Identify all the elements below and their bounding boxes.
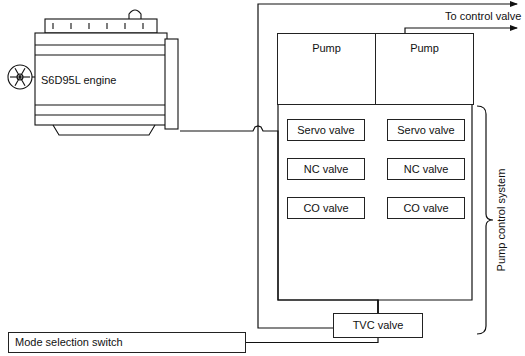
valve-box: NC valve (287, 158, 365, 180)
destination-label: To control valve (445, 10, 521, 22)
node-label: S6D95L engine (39, 73, 118, 87)
pump-box: Pump (277, 33, 376, 105)
signal-line (378, 105, 472, 313)
node-label: Pump (410, 42, 439, 54)
discharge-line (258, 4, 517, 328)
signal-line (180, 126, 378, 313)
node-label: TVC valve (353, 319, 404, 331)
valve-box: CO valve (387, 197, 465, 219)
group-label: Pump control system (495, 169, 507, 272)
node-label: Servo valve (297, 124, 354, 136)
valve-box: NC valve (387, 158, 465, 180)
valve-box: TVC valve (333, 313, 423, 338)
node-label: CO valve (403, 202, 448, 214)
node-label: NC valve (304, 163, 349, 175)
switch-box: Mode selection switch (8, 332, 246, 353)
node-label: NC valve (404, 163, 449, 175)
system-bracket (477, 106, 493, 334)
node-label: Mode selection switch (15, 336, 123, 348)
valve-box: CO valve (287, 197, 365, 219)
node-label: Pump (312, 42, 341, 54)
signal-line (278, 105, 378, 313)
node-label: CO valve (303, 202, 348, 214)
valve-box: Servo valve (387, 119, 465, 141)
pump-box: Pump (375, 33, 474, 105)
node-label: Servo valve (397, 124, 454, 136)
valve-box: Servo valve (287, 119, 365, 141)
signal-line (246, 338, 378, 343)
engine-illustration: S6D95L engine (5, 5, 180, 140)
